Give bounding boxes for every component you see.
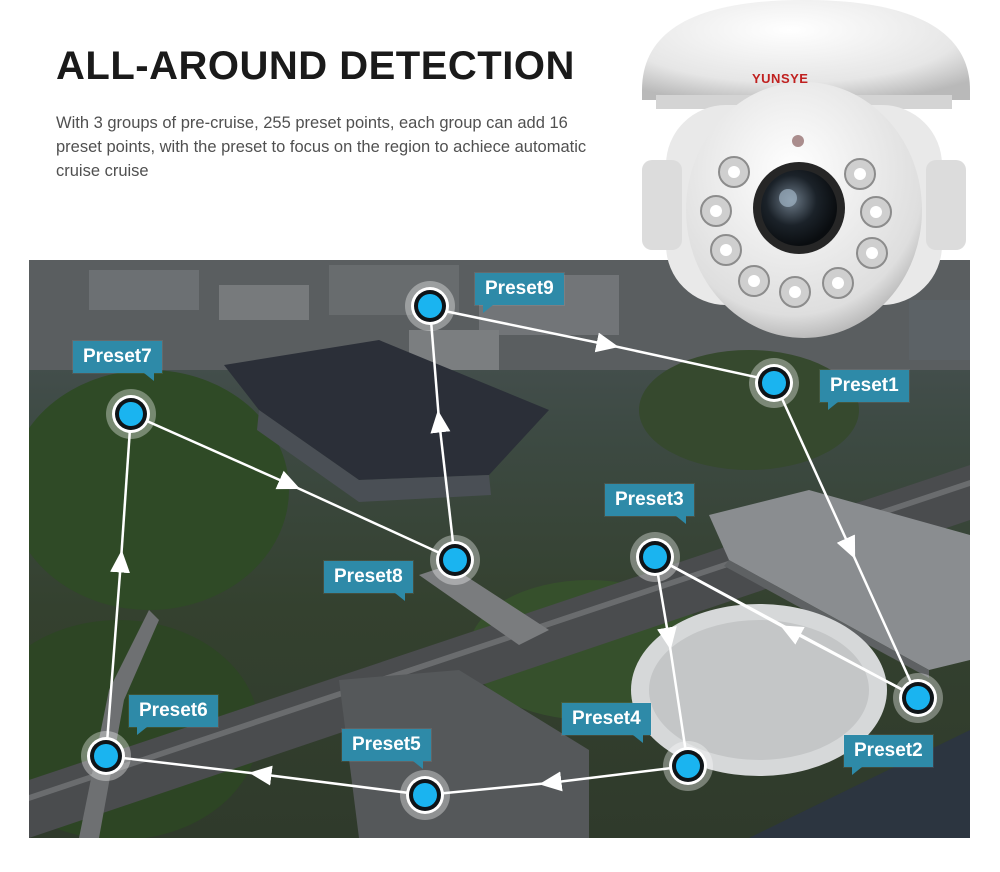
preset-marker-5[interactable] <box>400 770 450 820</box>
preset-label-4: Preset4 <box>562 703 651 743</box>
preset-marker-2[interactable] <box>893 673 943 723</box>
preset-marker-8[interactable] <box>430 535 480 585</box>
preset-marker-9[interactable] <box>405 281 455 331</box>
preset-label-1: Preset1 <box>820 370 909 410</box>
route-segment-9-1b <box>608 343 775 383</box>
preset-label-5: Preset5 <box>342 729 431 769</box>
aerial-photo: Preset1 Preset2 Preset3 Preset4 Preset5 … <box>29 260 970 838</box>
ptz-camera-image <box>642 0 970 338</box>
cruise-route <box>104 306 920 797</box>
preset-label-9: Preset9 <box>475 273 564 313</box>
brand-logo-text: YUNSYE <box>752 71 809 86</box>
preset-marker-1[interactable] <box>749 358 799 408</box>
preset-marker-6[interactable] <box>81 731 131 781</box>
route-segment-4-5b <box>424 781 550 797</box>
preset-marker-3[interactable] <box>630 532 680 582</box>
route-segment-8-9 <box>430 410 457 561</box>
page-title: ALL-AROUND DETECTION <box>56 44 575 88</box>
preset-marker-7[interactable] <box>106 389 156 439</box>
route-segment-4-5 <box>539 764 689 792</box>
feature-description: With 3 groups of pre-cruise, 255 preset … <box>56 114 587 180</box>
route-segment-8-9b <box>428 307 441 421</box>
route-segment-6-7 <box>104 550 131 757</box>
preset-marker-4[interactable] <box>663 741 713 791</box>
route-segment-7-8b <box>290 483 456 562</box>
route-segment-5-6b <box>105 754 260 776</box>
preset-label-3: Preset3 <box>605 484 694 524</box>
route-segment-6-7b <box>119 413 133 561</box>
preset-label-6: Preset6 <box>129 695 218 735</box>
route-segment-9-1 <box>429 306 619 353</box>
route-segment-1-2b <box>849 549 920 699</box>
route-segment-5-6 <box>249 765 426 797</box>
preset-label-8: Preset8 <box>324 561 413 601</box>
route-segment-7-8 <box>130 412 301 490</box>
preset-label-2: Preset2 <box>844 735 933 775</box>
preset-label-7: Preset7 <box>73 341 162 381</box>
route-segment-3-4b <box>667 639 690 767</box>
route-segment-1-2 <box>772 380 856 560</box>
route-segment-3-2 <box>654 555 919 700</box>
